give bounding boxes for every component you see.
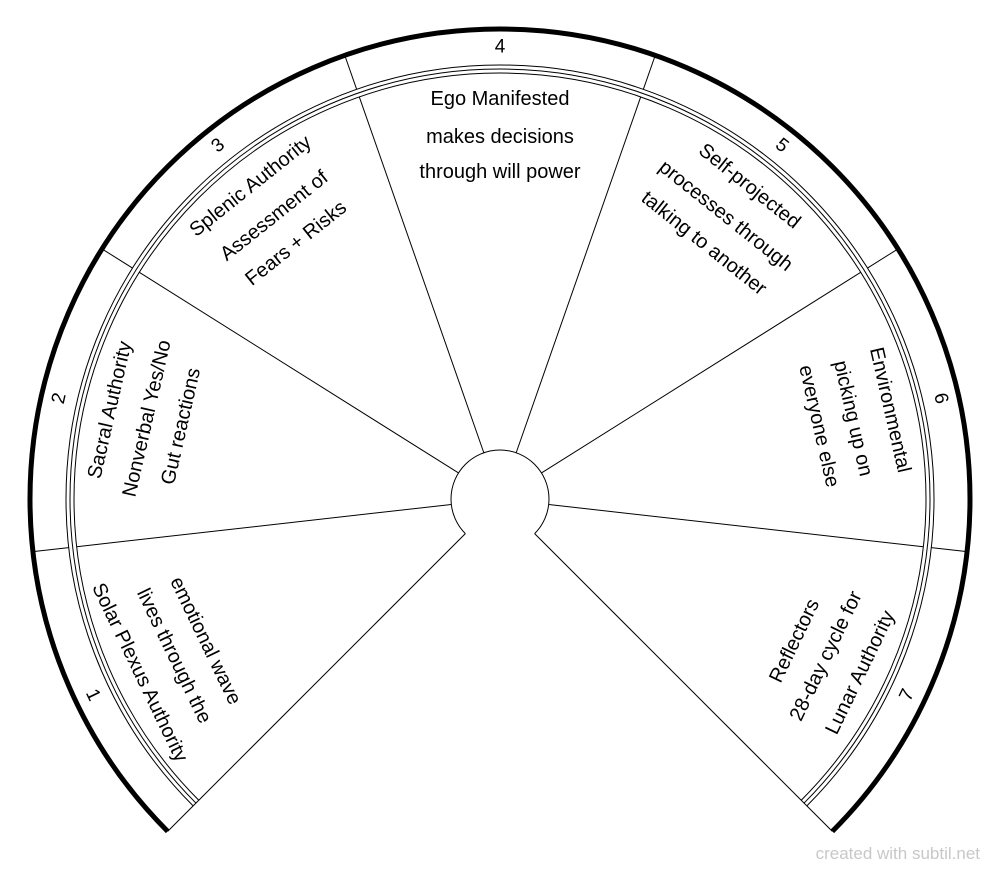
number-band-divider bbox=[101, 248, 133, 269]
sector-divider bbox=[515, 96, 642, 453]
segment-1-number: 1 bbox=[81, 686, 105, 705]
number-band-divider bbox=[32, 547, 69, 553]
segment-3: 3 Splenic Authority Assessment of Fears … bbox=[186, 131, 351, 290]
segment-2: 2 Sacral Authority Nonverbal Yes/No Gut … bbox=[48, 338, 205, 499]
hub-arc bbox=[450, 449, 550, 535]
sector-divider bbox=[139, 271, 459, 474]
sector-divider bbox=[76, 503, 452, 548]
segment-2-number: 2 bbox=[48, 391, 71, 406]
number-band-ring bbox=[65, 64, 935, 807]
outer-ring bbox=[27, 26, 973, 834]
inner-ring-outer bbox=[69, 68, 931, 804]
number-band-divider bbox=[867, 248, 899, 269]
sector-divider bbox=[541, 271, 861, 474]
number-band-divider bbox=[344, 55, 358, 90]
number-band-divider bbox=[931, 547, 968, 553]
segment-5-number: 5 bbox=[771, 134, 792, 157]
segment-4-title: Ego Manifested bbox=[431, 88, 570, 110]
segment-4-desc-line-1: makes decisions bbox=[426, 126, 574, 148]
credit-text: created with subtil.net bbox=[815, 844, 980, 863]
segment-4-number: 4 bbox=[495, 37, 506, 58]
wheel-labels: 1 Solar Plexus Authority lives through t… bbox=[48, 37, 952, 766]
segment-3-number: 3 bbox=[207, 134, 228, 157]
segment-4-desc-line-2: through will power bbox=[419, 161, 581, 183]
sector-divider bbox=[167, 533, 466, 832]
number-band-divider bbox=[642, 55, 656, 90]
segment-6-number: 6 bbox=[929, 391, 952, 406]
inner-ring-inner bbox=[73, 72, 927, 801]
sector-divider bbox=[534, 533, 833, 832]
segment-7-number: 7 bbox=[895, 686, 919, 705]
segment-4: 4 Ego Manifested makes decisions through… bbox=[419, 37, 581, 184]
segment-7: 7 Lunar Authority 28-day cycle for Refle… bbox=[765, 587, 919, 738]
segment-5: 5 Self-projected processes through talki… bbox=[637, 134, 804, 300]
sector-divider bbox=[548, 503, 924, 548]
sector-divider bbox=[358, 96, 485, 453]
wheel-lines bbox=[27, 26, 973, 834]
